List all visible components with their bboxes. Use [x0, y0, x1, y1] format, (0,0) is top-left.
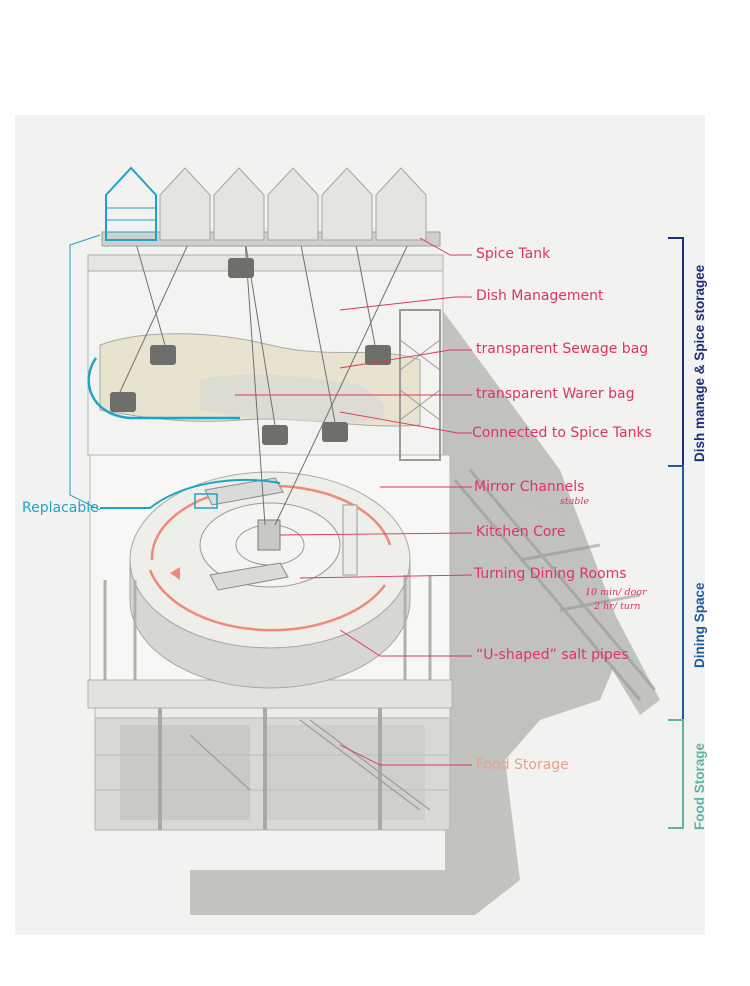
label-warer-bag: transparent Warer bag — [476, 386, 635, 402]
label-kitchen-core: Kitchen Core — [476, 524, 566, 540]
callout-leaders — [235, 237, 473, 766]
label-sewage-bag: transparent Sewage bag — [476, 341, 649, 357]
label-spice-tank: Spice Tank — [476, 246, 551, 262]
replacable-leader — [69, 234, 101, 511]
dish-management-deck — [87, 239, 444, 526]
dining-platform — [87, 454, 453, 709]
label-food-storage: Food Storage — [476, 757, 569, 773]
label-dish-management: Dish Management — [476, 288, 604, 304]
shadow-truss — [453, 469, 657, 701]
label-connected: Connected to Spice Tanks — [472, 425, 652, 441]
spice-tanks — [101, 166, 441, 247]
zone-label-dish-spice: Dish manage & Spice storagee — [692, 264, 707, 462]
note-turning-door: 10 min/ door — [585, 587, 647, 598]
label-turning-rooms: Turning Dining Rooms — [474, 566, 627, 582]
label-mirror-channels: Mirror Channels — [474, 479, 585, 495]
zone-brackets — [668, 237, 684, 829]
zone-label-food-storage: Food Storage — [692, 743, 707, 830]
zone-label-dining: Dining Space — [692, 582, 707, 668]
note-turning-hours: 2 hr/ turn — [594, 601, 641, 612]
label-salt-pipes: “U-shaped” salt pipes — [476, 647, 629, 663]
label-replacable: Replacable — [22, 500, 99, 516]
note-mirror-stable: stable — [560, 496, 590, 507]
